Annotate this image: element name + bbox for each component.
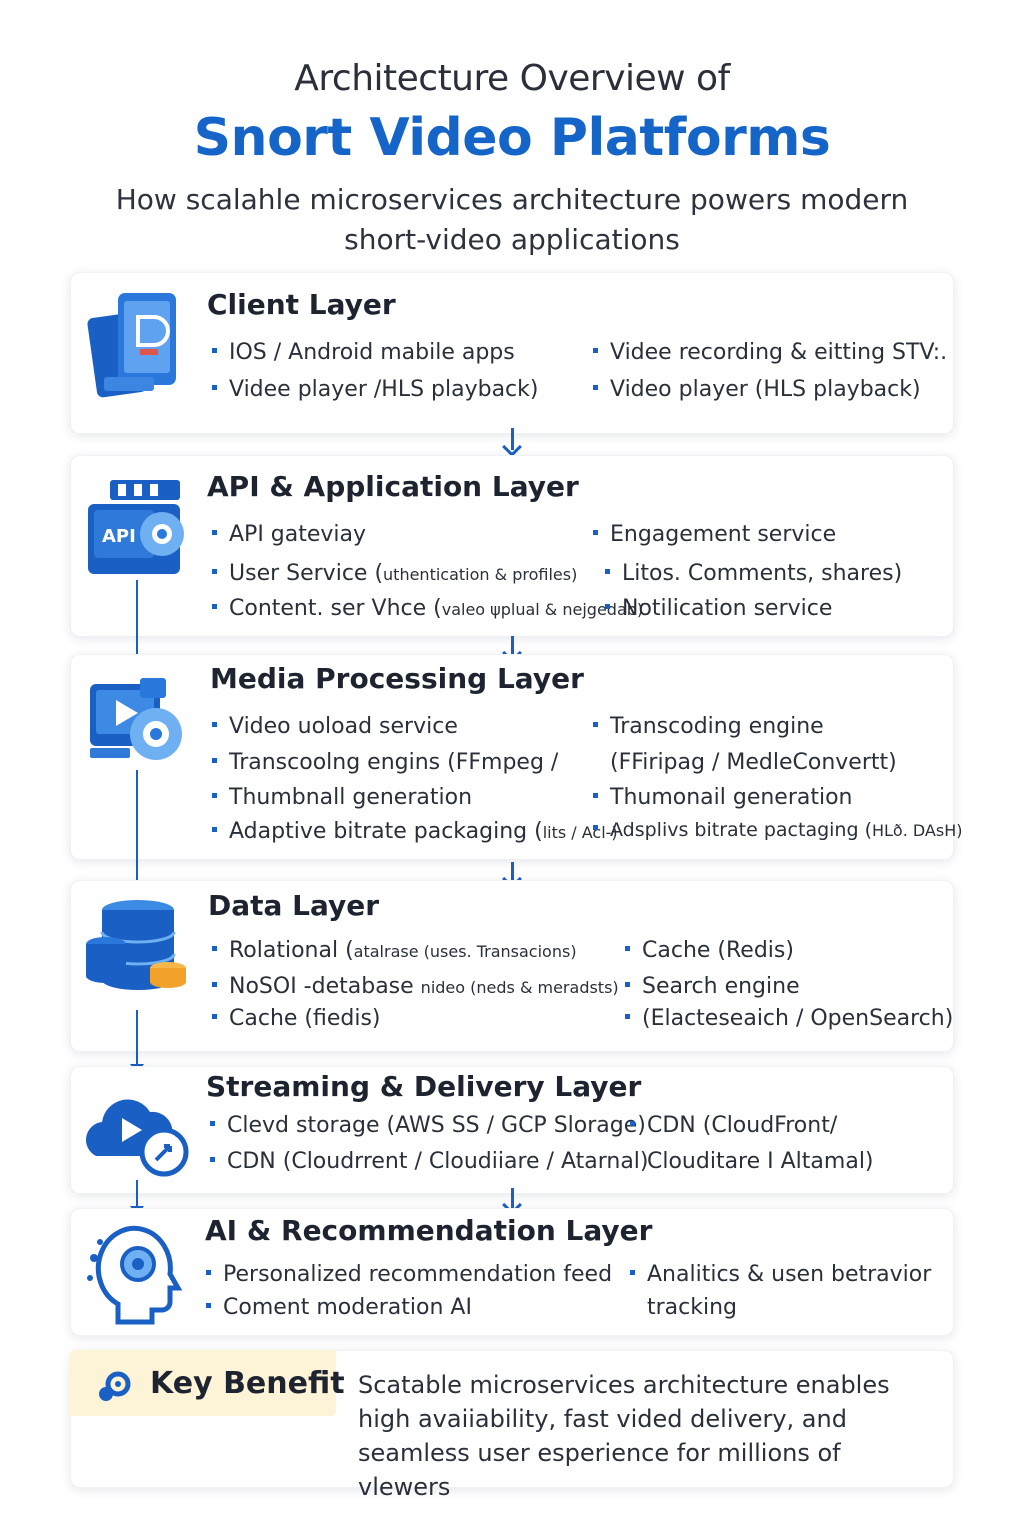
key-benefit-tag <box>70 1350 336 1416</box>
bullet-text: User Service ( <box>229 561 384 586</box>
bullet-detail: atalrase (uses. Transacions) <box>353 942 577 961</box>
bullet: (Elacteseaich / OpenSearch) <box>625 1006 953 1031</box>
bullet-text: Content. ser Vhce ( <box>229 596 442 621</box>
bullet: IOS / Android mabile apps <box>212 340 515 365</box>
flow-arrow <box>511 428 514 450</box>
bullet: Transcoolng engins (FFmpeg / <box>212 750 558 775</box>
bullet: Thumonail generation <box>593 785 853 810</box>
bullet: CDN (CloudFront/ <box>630 1113 837 1138</box>
bullet: Adaptive bitrate packaging (lits / Acl-) <box>212 819 618 844</box>
bullet-detail: nideo (neds & meradsts) <box>420 978 619 997</box>
bullet: Transcoding engine <box>593 714 824 739</box>
bullet: User Service (uthentication & profiles) <box>212 561 577 586</box>
bullet-detail: HLð. DAsH) <box>871 821 963 840</box>
layer-title: AI & Recommendation Layer <box>205 1214 653 1247</box>
bullet: Engagement service <box>593 522 836 547</box>
layer-title: Streaming & Delivery Layer <box>206 1070 642 1103</box>
bullet: Video uoload service <box>212 714 458 739</box>
layer-title: Media Processing Layer <box>210 662 584 695</box>
api-gear-icon: API <box>88 480 184 574</box>
bullet: Search engine <box>625 974 800 999</box>
bullet-continued: tracking <box>647 1295 738 1320</box>
ai-head-icon <box>87 1225 183 1325</box>
bullet: Rolational (atalrase (uses. Transacions) <box>212 938 577 963</box>
bullet: Litos. Comments, shares) <box>605 561 902 586</box>
cloud-play-icon <box>86 1099 189 1177</box>
bullet: Cache (fiedis) <box>212 1006 381 1031</box>
bullet: CDN (Cloudrrent / Cloudiiare / Atarnal) <box>210 1149 649 1174</box>
flow-line-left <box>136 580 138 664</box>
flow-arrow <box>511 636 514 656</box>
bullet: Content. ser Vhce (valeo ψplual & nejged… <box>212 596 643 621</box>
key-benefit-icon <box>99 1371 131 1401</box>
flow-arrow <box>511 1188 514 1210</box>
bullet-continued: Clouditare I Altamal) <box>647 1149 874 1174</box>
mobile-phones-icon <box>87 293 176 398</box>
title-line2: Snort Video Platforms <box>193 108 831 168</box>
bullet-detail: uthentication & profiles) <box>383 565 578 584</box>
bullet-detail: valeo ψplual & nejgedab) <box>441 600 644 619</box>
bullet: Cache (Redis) <box>625 938 794 963</box>
flow-arrow <box>511 862 514 884</box>
bullet: API gateviay <box>212 522 366 547</box>
video-gear-icon <box>90 678 182 760</box>
bullet: Videe recording & eitting STV:. <box>593 340 947 365</box>
layer-title: API & Application Layer <box>207 470 579 503</box>
title-line1: Architecture Overview of <box>294 58 730 99</box>
svg-text:API: API <box>102 526 136 547</box>
bullet-continued: (FFiripag / MedleConvertt) <box>610 750 897 775</box>
bullet: Coment moderation AI <box>206 1295 472 1320</box>
flow-line-left <box>136 1180 138 1208</box>
bullet: NoSOI -detabase nideo (neds & meradsts) <box>212 974 619 999</box>
bullet-text: Rolational ( <box>229 938 354 963</box>
bullet: Video player (HLS playback) <box>593 377 921 402</box>
bullet: Videe player /HLS playback) <box>212 377 538 402</box>
bullet: Thumbnall generation <box>212 785 472 810</box>
bullet: Adsplivs bitrate pactaging (HLð. DAsH) <box>593 819 962 841</box>
flow-line-left <box>136 770 138 882</box>
key-benefit-label: Key Benefit <box>150 1366 345 1401</box>
bullet-text: Adaptive bitrate packaging ( <box>229 819 543 844</box>
bullet-text: Adsplivs bitrate pactaging ( <box>610 819 872 841</box>
flow-line-left <box>136 1010 138 1066</box>
key-benefit-text: Scatable microservices architecture enab… <box>358 1371 890 1501</box>
layer-title: Client Layer <box>207 288 396 321</box>
bullet: Personalized recommendation feed <box>206 1262 612 1287</box>
flow-arrow-head <box>502 437 522 457</box>
bullet-text: NoSOI -detabase <box>229 974 421 999</box>
bullet: Notilication service <box>605 596 832 621</box>
database-icon <box>86 900 186 990</box>
subtitle: How scalahle microservices architecture … <box>115 183 909 256</box>
bullet: Analitics & usen betravior <box>630 1262 931 1287</box>
layer-title: Data Layer <box>208 889 380 922</box>
bullet: Clevd storage (AWS SS / GCP Slorage) <box>210 1113 646 1138</box>
